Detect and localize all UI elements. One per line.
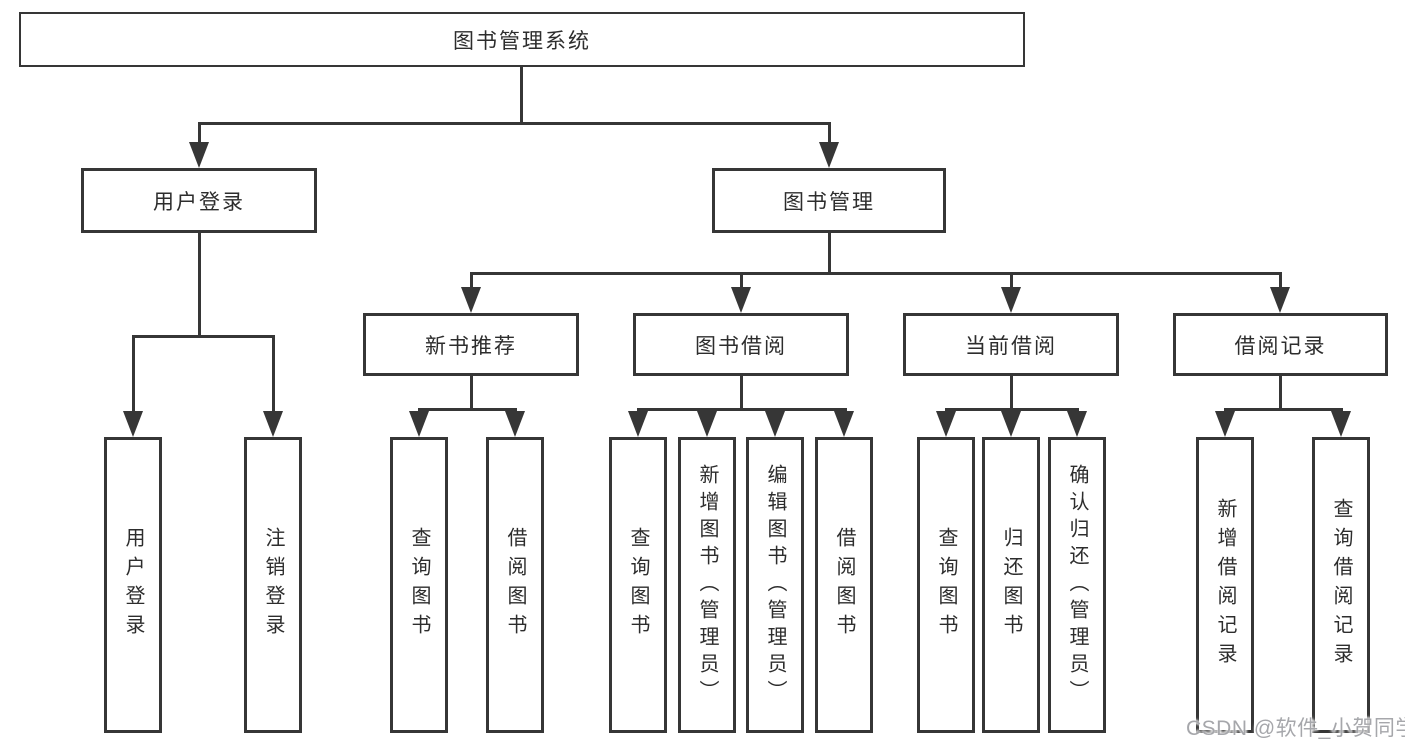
arrow-down-icon xyxy=(1001,287,1021,313)
connector-recommend-split xyxy=(418,408,517,411)
connector-drop-leaf xyxy=(706,408,709,411)
connector-drop-leaf xyxy=(1340,408,1343,411)
arrow-down-icon xyxy=(123,411,143,437)
arrow-down-icon xyxy=(1215,411,1235,437)
node-current-borrow: 当前借阅 xyxy=(903,313,1119,376)
connector-book-management-stem xyxy=(828,233,831,272)
connector-user-login-stem xyxy=(198,233,201,335)
connector-drop-borrow xyxy=(740,272,743,287)
leaf-logout: 注销登录 xyxy=(244,437,302,733)
connector-current-stem xyxy=(1010,376,1013,408)
node-user-login: 用户登录 xyxy=(81,168,317,233)
arrow-down-icon xyxy=(731,287,751,313)
connector-drop-leaf xyxy=(418,408,421,411)
leaf-current-return-book: 归还图书 xyxy=(982,437,1040,733)
connector-borrow-stem xyxy=(740,376,743,408)
connector-drop-leaf xyxy=(945,408,948,411)
arrow-down-icon xyxy=(819,142,839,168)
arrow-down-icon xyxy=(1270,287,1290,313)
connector-records-stem xyxy=(1279,376,1282,408)
leaf-record-query: 查询借阅记录 xyxy=(1312,437,1370,733)
node-book-borrow: 图书借阅 xyxy=(633,313,849,376)
arrow-down-icon xyxy=(1067,411,1087,437)
connector-drop-book-management xyxy=(828,122,831,142)
connector-records-split xyxy=(1224,408,1343,411)
arrow-down-icon xyxy=(263,411,283,437)
connector-drop-leaf xyxy=(774,408,777,411)
leaf-borrow-query-book: 查询图书 xyxy=(609,437,667,733)
connector-borrow-split xyxy=(637,408,847,411)
leaf-current-confirm-return-admin: 确认归还（管理员） xyxy=(1048,437,1106,733)
connector-book-management-split xyxy=(470,272,1282,275)
arrow-down-icon xyxy=(628,411,648,437)
connector-drop-recommend xyxy=(470,272,473,287)
node-borrow-records: 借阅记录 xyxy=(1173,313,1388,376)
arrow-down-icon xyxy=(834,411,854,437)
connector-root-stem xyxy=(520,67,523,122)
arrow-down-icon xyxy=(461,287,481,313)
leaf-recommend-query-book: 查询图书 xyxy=(390,437,448,733)
leaf-borrow-borrow-book: 借阅图书 xyxy=(815,437,873,733)
connector-user-login-split xyxy=(132,335,275,338)
leaf-user-login: 用户登录 xyxy=(104,437,162,733)
leaf-recommend-borrow-book: 借阅图书 xyxy=(486,437,544,733)
connector-drop-leaf xyxy=(637,408,640,411)
node-new-book-recommend: 新书推荐 xyxy=(363,313,579,376)
leaf-record-add: 新增借阅记录 xyxy=(1196,437,1254,733)
connector-drop-leaf xyxy=(1010,408,1013,411)
connector-drop-current xyxy=(1010,272,1013,287)
connector-drop-leaf xyxy=(132,335,135,411)
leaf-borrow-edit-book-admin: 编辑图书（管理员） xyxy=(746,437,804,733)
node-book-management: 图书管理 xyxy=(712,168,946,233)
connector-root-split xyxy=(198,122,830,125)
arrow-down-icon xyxy=(697,411,717,437)
connector-drop-user-login xyxy=(198,122,201,142)
node-library-system: 图书管理系统 xyxy=(19,12,1025,67)
connector-drop-leaf xyxy=(272,335,275,411)
leaf-borrow-add-book-admin: 新增图书（管理员） xyxy=(678,437,736,733)
connector-drop-leaf xyxy=(1224,408,1227,411)
arrow-down-icon xyxy=(765,411,785,437)
connector-drop-leaf xyxy=(1076,408,1079,411)
arrow-down-icon xyxy=(189,142,209,168)
connector-drop-records xyxy=(1279,272,1282,287)
arrow-down-icon xyxy=(409,411,429,437)
arrow-down-icon xyxy=(505,411,525,437)
arrow-down-icon xyxy=(936,411,956,437)
arrow-down-icon xyxy=(1331,411,1351,437)
csdn-watermark: CSDN @软件_小贺同学 xyxy=(1186,717,1405,740)
arrow-down-icon xyxy=(1001,411,1021,437)
connector-drop-leaf xyxy=(514,408,517,411)
leaf-current-query-book: 查询图书 xyxy=(917,437,975,733)
connector-drop-leaf xyxy=(843,408,846,411)
connector-recommend-stem xyxy=(470,376,473,408)
